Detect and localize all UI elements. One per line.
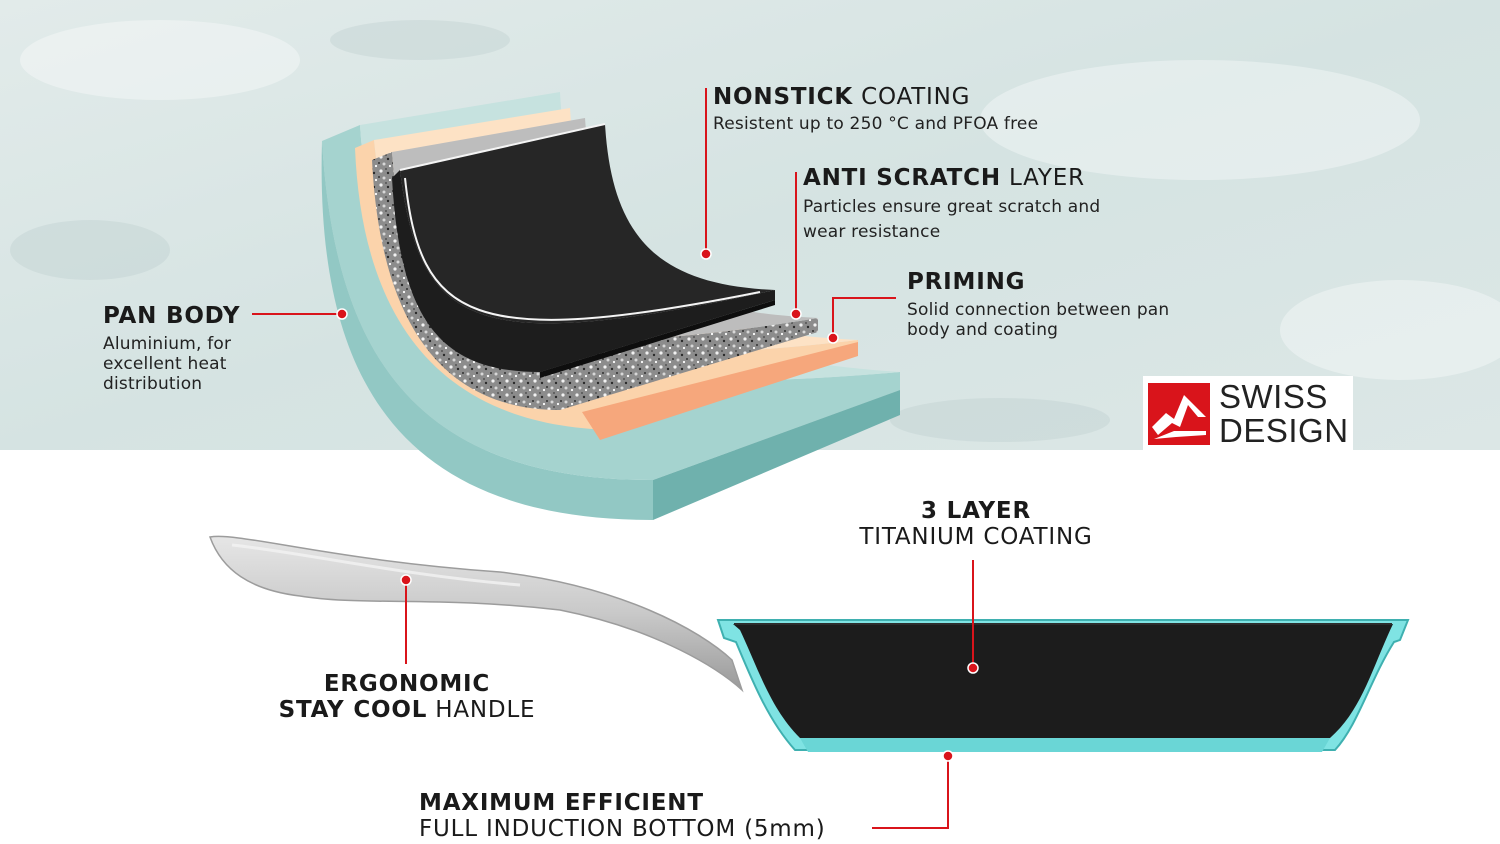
layer-cross-section bbox=[321, 92, 900, 520]
three-layer-label: 3 LAYER TITANIUM COATING bbox=[850, 498, 1102, 550]
priming-label: PRIMING Solid connection between pan bod… bbox=[907, 269, 1169, 340]
handle-label: ERGONOMIC STAY COOL HANDLE bbox=[272, 671, 542, 723]
anti-scratch-desc-line-1: Particles ensure great scratch and bbox=[803, 197, 1101, 217]
swiss-design-logo: SWISS DESIGN bbox=[1143, 376, 1353, 450]
pan-handle bbox=[208, 535, 744, 693]
callout-dots bbox=[336, 248, 979, 762]
anti-scratch-subtitle: LAYER bbox=[1009, 165, 1085, 191]
nonstick-title: NONSTICK bbox=[713, 84, 853, 110]
callout-lines bbox=[252, 88, 974, 829]
pan-body-title: PAN BODY bbox=[103, 303, 241, 329]
bottom-title: MAXIMUM EFFICIENT bbox=[419, 790, 704, 816]
logo-line-1: SWISS bbox=[1219, 378, 1328, 415]
pan-body-desc-line-2: excellent heat bbox=[103, 354, 227, 374]
anti-scratch-desc-line-2: wear resistance bbox=[803, 222, 941, 242]
bottom-label: MAXIMUM EFFICIENT FULL INDUCTION BOTTOM … bbox=[419, 790, 825, 842]
priming-callout-line bbox=[832, 297, 896, 338]
swiss-design-logo-text: SWISS DESIGN bbox=[1219, 380, 1349, 448]
handle-subtitle: HANDLE bbox=[435, 697, 536, 723]
bottom-callout-line bbox=[872, 758, 949, 829]
priming-desc-line-1: Solid connection between pan bbox=[907, 300, 1170, 320]
handle-title-line-1: ERGONOMIC bbox=[323, 671, 491, 697]
three-layer-title: 3 LAYER bbox=[921, 498, 1031, 524]
three-layer-subtitle: TITANIUM COATING bbox=[859, 524, 1093, 550]
frying-pan bbox=[208, 535, 1410, 752]
swiss-design-logo-icon bbox=[1148, 383, 1210, 445]
pan-body-label: PAN BODY Aluminium, for excellent heat d… bbox=[103, 303, 240, 394]
logo-line-2: DESIGN bbox=[1219, 412, 1349, 449]
anti-scratch-label: ANTI SCRATCH LAYER Particles ensure grea… bbox=[803, 165, 1100, 245]
nonstick-desc-line: Resistent up to 250 °C and PFOA free bbox=[713, 114, 1039, 134]
priming-title: PRIMING bbox=[907, 269, 1026, 295]
nonstick-label: NONSTICK COATING Resistent up to 250 °C … bbox=[713, 84, 1038, 134]
pan-nonstick-interior bbox=[733, 624, 1393, 738]
nonstick-layer bbox=[392, 123, 775, 378]
pan-body-desc-line-3: distribution bbox=[103, 374, 203, 394]
bottom-subtitle: FULL INDUCTION BOTTOM (5mm) bbox=[419, 816, 826, 842]
nonstick-subtitle: COATING bbox=[861, 84, 971, 110]
handle-title-line-2: STAY COOL bbox=[278, 697, 428, 723]
priming-desc-line-2: body and coating bbox=[907, 320, 1059, 340]
anti-scratch-title: ANTI SCRATCH bbox=[803, 165, 1001, 191]
induction-base bbox=[800, 738, 1330, 752]
pan-body-desc-line-1: Aluminium, for bbox=[103, 334, 232, 354]
